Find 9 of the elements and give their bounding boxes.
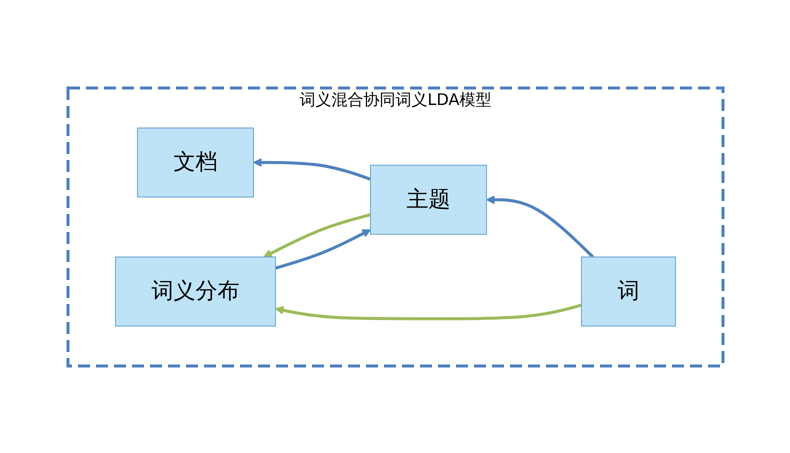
arrow — [252, 158, 370, 180]
node-box: 文档 — [136, 127, 254, 197]
arrow — [274, 228, 370, 270]
arrow — [262, 212, 370, 257]
node-box: 词义分布 — [114, 256, 276, 326]
node-box: 词 — [580, 256, 676, 326]
arrow — [274, 303, 582, 320]
node-box: 主题 — [370, 164, 486, 234]
arrow — [486, 194, 594, 258]
